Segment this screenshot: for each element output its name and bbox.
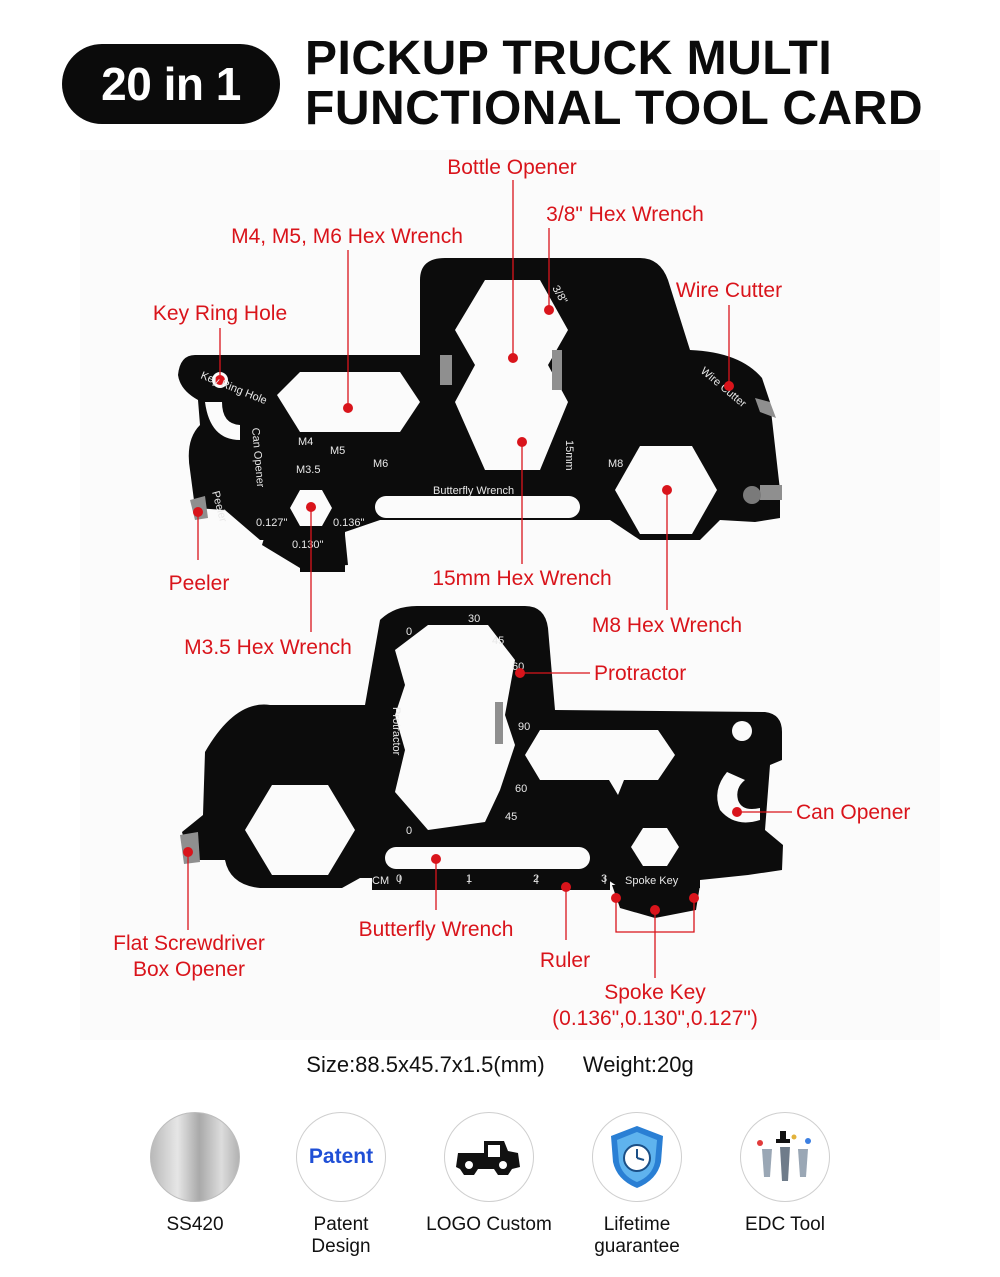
label-15mm-hex-wrench: 15mm Hex Wrench <box>432 567 612 590</box>
engr-angle-30: 30 <box>468 613 480 625</box>
product-diagram: Key Ring Hole Can Opener M4 M5 M6 M3.5 B… <box>0 140 1000 1040</box>
feature-patent-line2: Design <box>311 1236 371 1257</box>
label-key-ring-hole: Key Ring Hole <box>152 302 288 325</box>
label-spoke-key: Spoke Key (0.136",0.130",0.127") <box>552 980 758 1032</box>
engr-angle-60b: 60 <box>515 783 527 795</box>
feature-ss420: SS420 <box>120 1112 270 1236</box>
engr-protractor: Protractor <box>390 707 402 756</box>
top-leaders <box>193 180 734 632</box>
feature-lifetime-line1: Lifetime <box>603 1214 671 1235</box>
spec-size: Size:88.5x45.7x1.5(mm) <box>306 1052 545 1077</box>
truck-logo-icon <box>444 1112 534 1202</box>
label-m4-m5-m6-hex-wrench: M4, M5, M6 Hex Wrench <box>231 225 463 248</box>
top-tool-card: Key Ring Hole Can Opener M4 M5 M6 M3.5 B… <box>178 258 782 572</box>
engr-ruler-3: 3 <box>601 873 607 885</box>
label-protractor: Protractor <box>594 662 687 685</box>
feature-lifetime-line2: guarantee <box>594 1236 680 1257</box>
feature-logo-custom-label: LOGO Custom <box>426 1214 552 1235</box>
engr-m4: M4 <box>298 436 313 448</box>
spec-weight: Weight:20g <box>582 1052 694 1077</box>
label-ruler: Ruler <box>539 949 591 972</box>
engr-angle-0b: 0 <box>406 825 412 837</box>
steel-swatch-icon <box>150 1112 240 1202</box>
engr-0130: 0.130" <box>292 539 324 551</box>
engr-cm: CM <box>372 875 389 887</box>
engr-m5: M5 <box>330 445 345 457</box>
label-bottle-opener: Bottle Opener <box>447 156 577 179</box>
product-specs: Size:88.5x45.7x1.5(mm) Weight:20g <box>0 1052 1000 1078</box>
engr-ruler-2: 2 <box>533 873 539 885</box>
label-3-8-hex-wrench: 3/8" Hex Wrench <box>546 203 704 226</box>
engr-ruler-0: 0 <box>396 873 402 885</box>
tool-card-illustration: Key Ring Hole Can Opener M4 M5 M6 M3.5 B… <box>178 180 792 978</box>
label-peeler: Peeler <box>168 572 230 595</box>
shield-clock-icon <box>592 1112 682 1202</box>
feature-patent-line1: Patent <box>313 1214 369 1235</box>
badge-20-in-1: 20 in 1 <box>62 44 280 124</box>
engr-15mm: 15mm <box>563 440 575 471</box>
edc-tools-icon <box>740 1112 830 1202</box>
patent-icon: Patent <box>296 1112 386 1202</box>
engr-angle-0: 0 <box>406 626 412 638</box>
engr-angle-90: 90 <box>518 721 530 733</box>
engr-m8: M8 <box>608 458 623 470</box>
feature-logo-custom: LOGO Custom <box>414 1112 564 1236</box>
label-m35-hex-wrench: M3.5 Hex Wrench <box>184 636 352 659</box>
feature-ss420-label: SS420 <box>166 1214 224 1235</box>
label-can-opener: Can Opener <box>796 801 911 824</box>
title-line-1: PICKUP TRUCK MULTI <box>305 32 833 85</box>
feature-row: SS420 Patent Patent Design LOGO Custom <box>0 1112 1000 1272</box>
label-butterfly-wrench: Butterfly Wrench <box>358 918 514 941</box>
feature-edc-tool-label: EDC Tool <box>745 1214 825 1235</box>
label-spoke-key-line1: Spoke Key <box>604 981 706 1004</box>
engr-spoke-key: Spoke Key <box>625 875 679 887</box>
label-flat-screwdriver-line1: Flat Screwdriver <box>113 932 265 955</box>
feature-lifetime-label: Lifetime guarantee <box>562 1214 712 1258</box>
engr-0127: 0.127" <box>256 517 288 529</box>
bottom-leaders <box>183 668 792 978</box>
label-spoke-key-sizes: (0.136",0.130",0.127") <box>552 1007 758 1030</box>
feature-lifetime: Lifetime guarantee <box>562 1112 712 1258</box>
engr-can-opener: Can Opener <box>249 427 266 488</box>
label-wire-cutter: Wire Cutter <box>675 279 783 302</box>
label-m8-hex-wrench: M8 Hex Wrench <box>591 614 743 637</box>
engr-angle-45b: 45 <box>505 811 517 823</box>
page-title: PICKUP TRUCK MULTI FUNCTIONAL TOOL CARD <box>305 34 965 134</box>
feature-patent-label: Patent Design <box>266 1214 416 1258</box>
label-flat-screwdriver: Flat Screwdriver Box Opener <box>113 931 265 983</box>
engr-ruler-1: 1 <box>466 873 472 885</box>
patent-icon-word: Patent <box>308 1145 374 1168</box>
engr-butterfly: Butterfly Wrench <box>433 485 514 497</box>
title-line-2: FUNCTIONAL TOOL CARD <box>305 82 923 135</box>
engr-m35: M3.5 <box>296 464 320 476</box>
feature-patent: Patent Patent Design <box>266 1112 416 1258</box>
engr-angle-45: 45 <box>492 635 504 647</box>
label-box-opener-line2: Box Opener <box>132 958 246 981</box>
engr-m6: M6 <box>373 458 388 470</box>
feature-edc-tool: EDC Tool <box>710 1112 860 1236</box>
engr-0136: 0.136" <box>333 517 365 529</box>
